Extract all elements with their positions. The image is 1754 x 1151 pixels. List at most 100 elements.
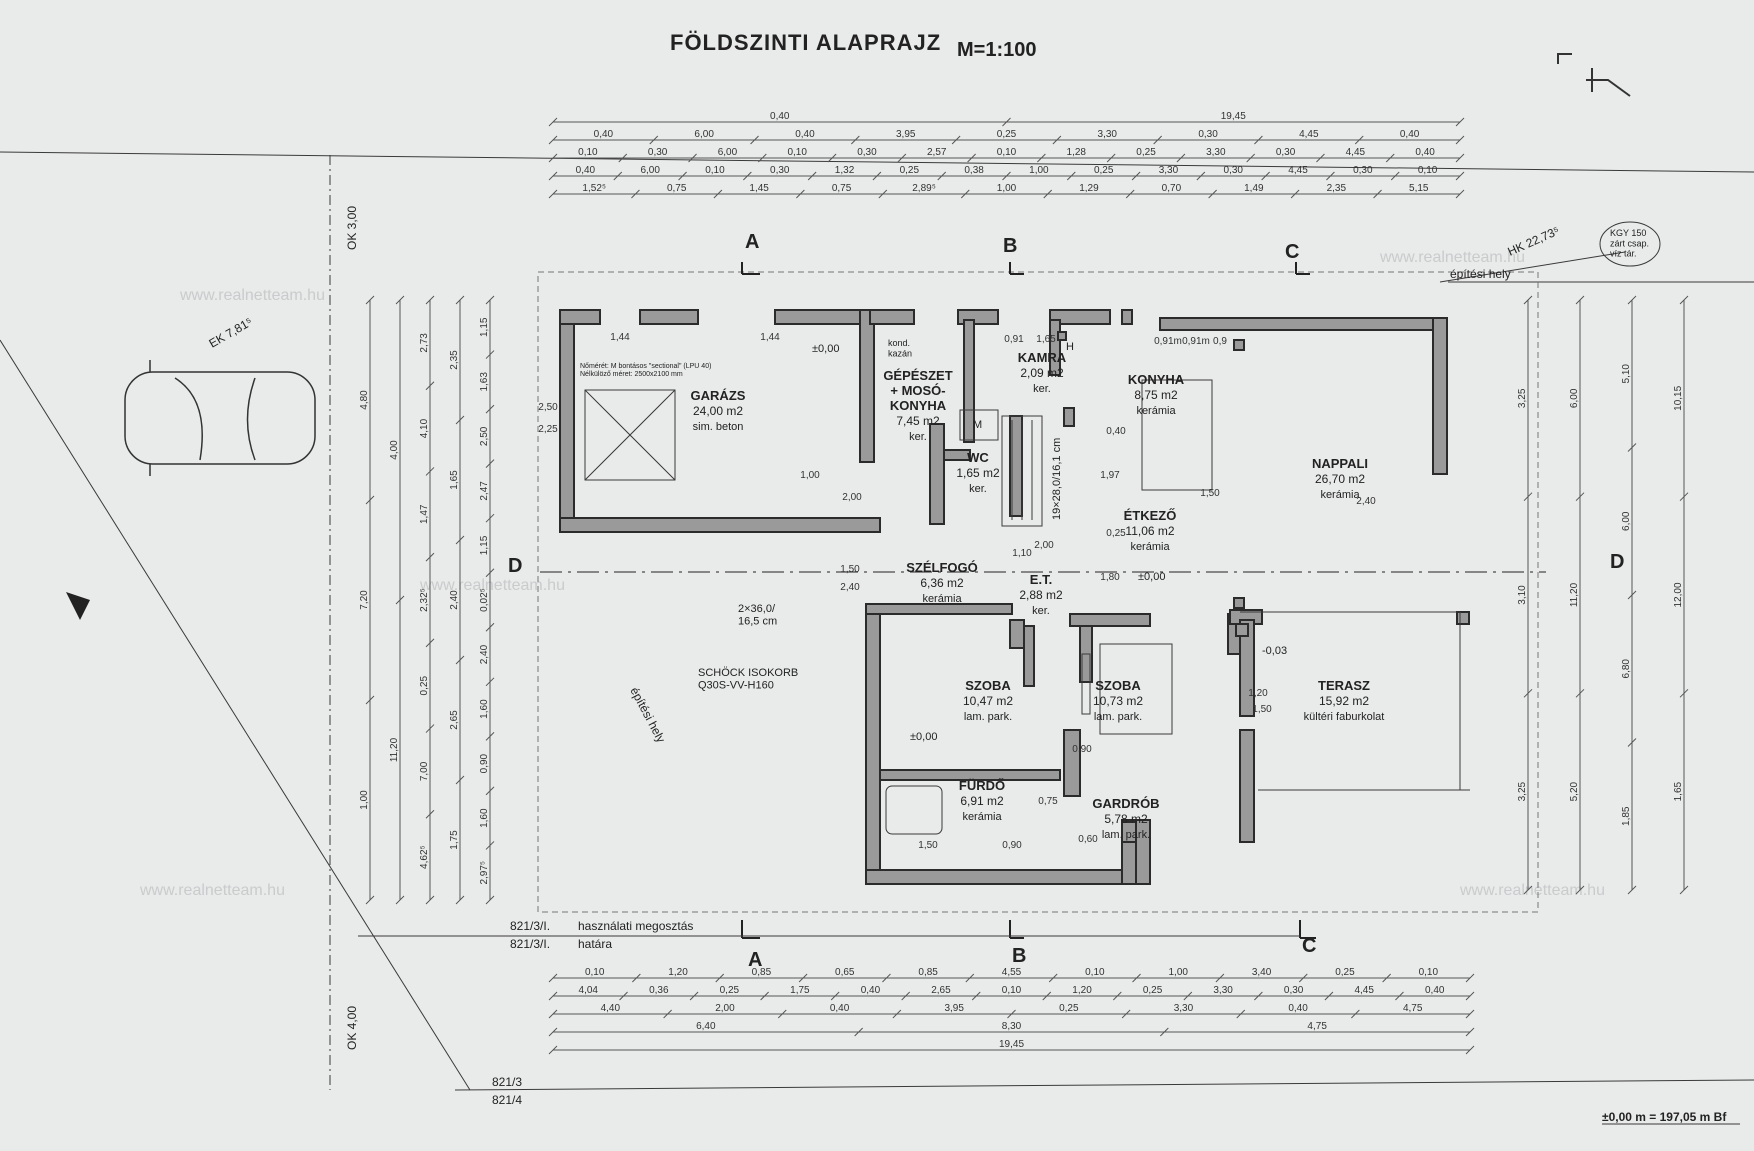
dim-left-tick [425, 552, 435, 562]
zero-level-garage: ±0,00 [812, 343, 839, 355]
room-floor: kerámia [1320, 489, 1360, 501]
dim-top-value: 0,10 [705, 165, 725, 176]
dim-left-tick [425, 467, 435, 476]
dim-top-tick [1208, 189, 1217, 199]
dim-top-value: 6,00 [640, 165, 660, 176]
dim-bottom-tick [1132, 973, 1141, 983]
dim-bottom-tick [892, 1009, 902, 1019]
dim-top-tick [796, 189, 805, 199]
dim-left-value: 7,20 [359, 590, 370, 610]
water-tank-icon [1599, 221, 1661, 267]
dim-top-value: 0,30 [770, 165, 790, 176]
dim-bottom-tick [830, 991, 840, 1001]
dim-bottom-value: 3,40 [1252, 967, 1272, 978]
dim-top-tick [1106, 153, 1116, 163]
dim-left-tick [485, 295, 495, 305]
dim-bottom-tick [1465, 973, 1475, 983]
dim-top-value: 0,30 [648, 147, 668, 158]
dim-right-value: 12,00 [1673, 582, 1684, 607]
dim-top-tick [1373, 189, 1382, 199]
dim-bottom-tick [715, 973, 725, 983]
room-area: 10,47 m2 [963, 694, 1013, 708]
dim-right-tick [1679, 885, 1689, 895]
dim-top-tick [548, 117, 558, 127]
dim-left-tick [365, 895, 375, 905]
dim-top-tick [743, 171, 752, 181]
dim-top-value: 6,00 [694, 129, 714, 140]
room-floor: lam. park. [964, 711, 1012, 723]
dim-left-value: 4,62⁵ [419, 845, 430, 869]
dim-top-tick [951, 135, 961, 145]
section-labels: A B C A B C D D [508, 231, 1624, 971]
dim-top-tick [1176, 153, 1186, 163]
dim-top-value: 3,95 [896, 129, 916, 140]
dim-left-value: 2,40 [479, 644, 490, 664]
edge-mark: -0,03 [1262, 645, 1287, 657]
dim-bottom-value: 0,40 [1425, 985, 1445, 996]
dim-top-value: 5,15 [1409, 183, 1429, 194]
inner-dim-value: 0,9 [1213, 336, 1227, 347]
dim-top-value: 0,75 [667, 183, 687, 194]
dim-bottom-tick [1254, 991, 1263, 1001]
dim-top-tick [878, 189, 888, 199]
dim-top-tick [1052, 135, 1062, 145]
dim-left-value: 2,73 [419, 333, 430, 353]
dim-bottom-tick [1465, 1045, 1475, 1055]
dim-top-tick [613, 171, 623, 181]
dim-top-value: 0,40 [576, 165, 596, 176]
room-name: GARÁZS [691, 388, 746, 403]
dim-top-value: 3,30 [1206, 147, 1226, 158]
dim-top-value: 0,10 [787, 147, 807, 158]
dim-right-value: 6,80 [1621, 659, 1632, 679]
section-label-a-bottom: A [748, 949, 762, 971]
inner-dim-value: 1,97 [1100, 470, 1120, 481]
dim-top-value: 2,89⁵ [912, 183, 936, 194]
room-area: 5,78 m2 [1104, 812, 1148, 826]
dim-top-value: 0,30 [1353, 165, 1373, 176]
dim-top-value: 4,45 [1288, 165, 1308, 176]
dim-bottom-tick [548, 1009, 558, 1019]
dim-bottom-tick [632, 973, 641, 983]
dim-bottom-tick [1236, 1009, 1246, 1019]
room-area: 1,65 m2 [956, 466, 1000, 480]
dim-bottom-value: 0,85 [752, 967, 772, 978]
dim-left-tick [365, 695, 375, 705]
dim-bottom-tick [548, 1045, 558, 1055]
dim-left-value: 1,00 [359, 790, 370, 810]
dim-left-value: 2,65 [449, 710, 460, 730]
inner-dim-value: 1,80 [1100, 572, 1120, 583]
dim-left-tick [455, 415, 465, 425]
dimension-columns-left: 4,807,201,004,0011,202,734,101,472,32⁵0,… [359, 295, 495, 905]
dim-top-value: 0,40 [594, 129, 614, 140]
dim-left-value: 11,20 [389, 737, 400, 762]
dim-bottom-value: 2,00 [715, 1003, 735, 1014]
dim-bottom-value: 6,40 [696, 1021, 716, 1032]
inner-dim-value: 1,00 [800, 470, 820, 481]
dim-bottom-tick [619, 991, 628, 1001]
dim-top-tick [1002, 117, 1011, 127]
dim-bottom-tick [548, 973, 558, 983]
dim-bottom-value: 4,45 [1354, 985, 1374, 996]
dim-right-tick [1679, 492, 1689, 502]
dim-top-value: 4,45 [1299, 129, 1319, 140]
dim-left-value: 4,00 [389, 440, 400, 460]
room-area: 2,88 m2 [1019, 588, 1063, 602]
section-label-c-top: C [1285, 241, 1299, 263]
dim-top-tick [548, 171, 558, 181]
dim-top-tick [872, 171, 882, 181]
dim-right-tick [1627, 590, 1637, 600]
room-name: KAMRA [1018, 350, 1067, 365]
room-floor: kültéri faburkolat [1304, 711, 1385, 723]
dim-left-tick [425, 895, 435, 905]
dim-left-value: 4,10 [419, 418, 430, 438]
dim-top-tick [1385, 153, 1395, 163]
